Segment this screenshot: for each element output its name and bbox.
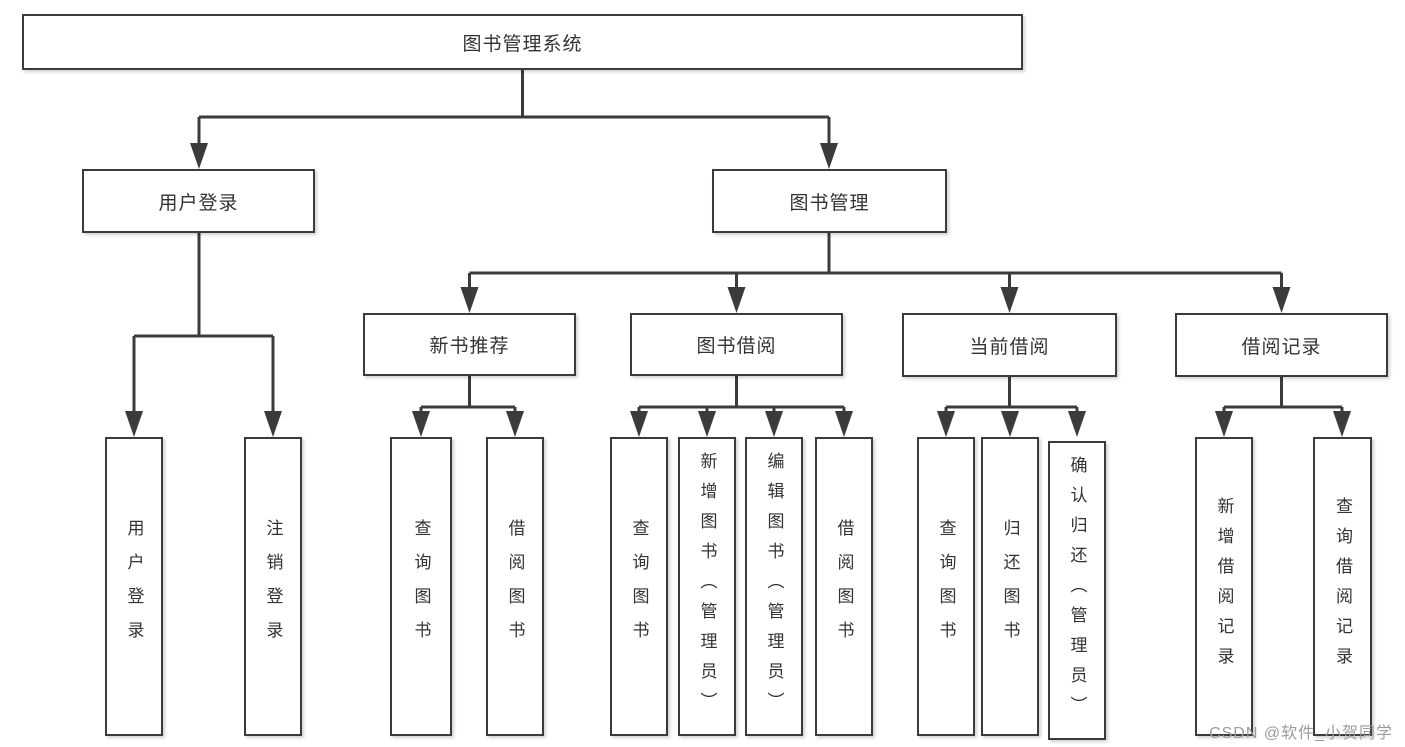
leaf-query-borrow-record: 查询借阅记录 (1313, 437, 1372, 736)
leaf-query-book-borrow: 查询图书 (610, 437, 668, 736)
node-book-management: 图书管理 (712, 169, 947, 233)
leaf-borrow-book-recommend-label: 借阅图书 (505, 518, 525, 655)
leaf-add-borrow-record: 新增借阅记录 (1195, 437, 1253, 736)
node-root-label: 图书管理系统 (462, 33, 583, 55)
leaf-return-book: 归还图书 (981, 437, 1039, 736)
node-book-management-label: 图书管理 (789, 192, 870, 214)
node-current-borrowing: 当前借阅 (902, 313, 1117, 377)
node-book-borrowing: 图书借阅 (630, 313, 843, 376)
leaf-query-book-borrow-label: 查询图书 (629, 518, 649, 655)
node-user-login-label: 用户登录 (158, 192, 239, 214)
leaf-query-book-recommend: 查询图书 (390, 437, 452, 736)
node-new-book-recommendation: 新书推荐 (363, 313, 576, 376)
leaf-confirm-return-admin-label: 确认归还（管理员） (1067, 455, 1087, 726)
node-root: 图书管理系统 (22, 14, 1023, 70)
leaf-borrow-book-recommend: 借阅图书 (486, 437, 544, 736)
csdn-watermark: CSDN @软件_小贺同学 (1209, 725, 1393, 742)
leaf-edit-book-admin: 编辑图书（管理员） (745, 437, 803, 736)
leaf-user-login-label: 用户登录 (124, 518, 144, 655)
leaf-borrow-book-label: 借阅图书 (834, 518, 854, 655)
leaf-borrow-book: 借阅图书 (815, 437, 873, 736)
leaf-user-login: 用户登录 (105, 437, 163, 736)
leaf-query-book-recommend-label: 查询图书 (411, 518, 431, 655)
node-user-login: 用户登录 (82, 169, 315, 233)
leaf-query-borrow-record-label: 查询借阅记录 (1333, 496, 1352, 677)
leaf-edit-book-admin-label: 编辑图书（管理员） (764, 451, 784, 722)
node-book-borrowing-label: 图书借阅 (696, 336, 777, 357)
node-borrowing-records-label: 借阅记录 (1241, 336, 1322, 358)
leaf-add-book-admin: 新增图书（管理员） (678, 437, 736, 736)
leaf-add-borrow-record-label: 新增借阅记录 (1214, 496, 1234, 677)
leaf-logout: 注销登录 (244, 437, 302, 736)
node-borrowing-records: 借阅记录 (1175, 313, 1388, 377)
leaf-confirm-return-admin: 确认归还（管理员） (1048, 441, 1106, 740)
leaf-query-book-current-label: 查询图书 (936, 518, 956, 655)
leaf-add-book-admin-label: 新增图书（管理员） (697, 451, 717, 722)
leaf-logout-label: 注销登录 (263, 518, 283, 655)
node-new-book-recommendation-label: 新书推荐 (429, 336, 510, 357)
leaf-return-book-label: 归还图书 (1000, 518, 1020, 655)
node-current-borrowing-label: 当前借阅 (969, 336, 1050, 358)
leaf-query-book-current: 查询图书 (917, 437, 975, 736)
